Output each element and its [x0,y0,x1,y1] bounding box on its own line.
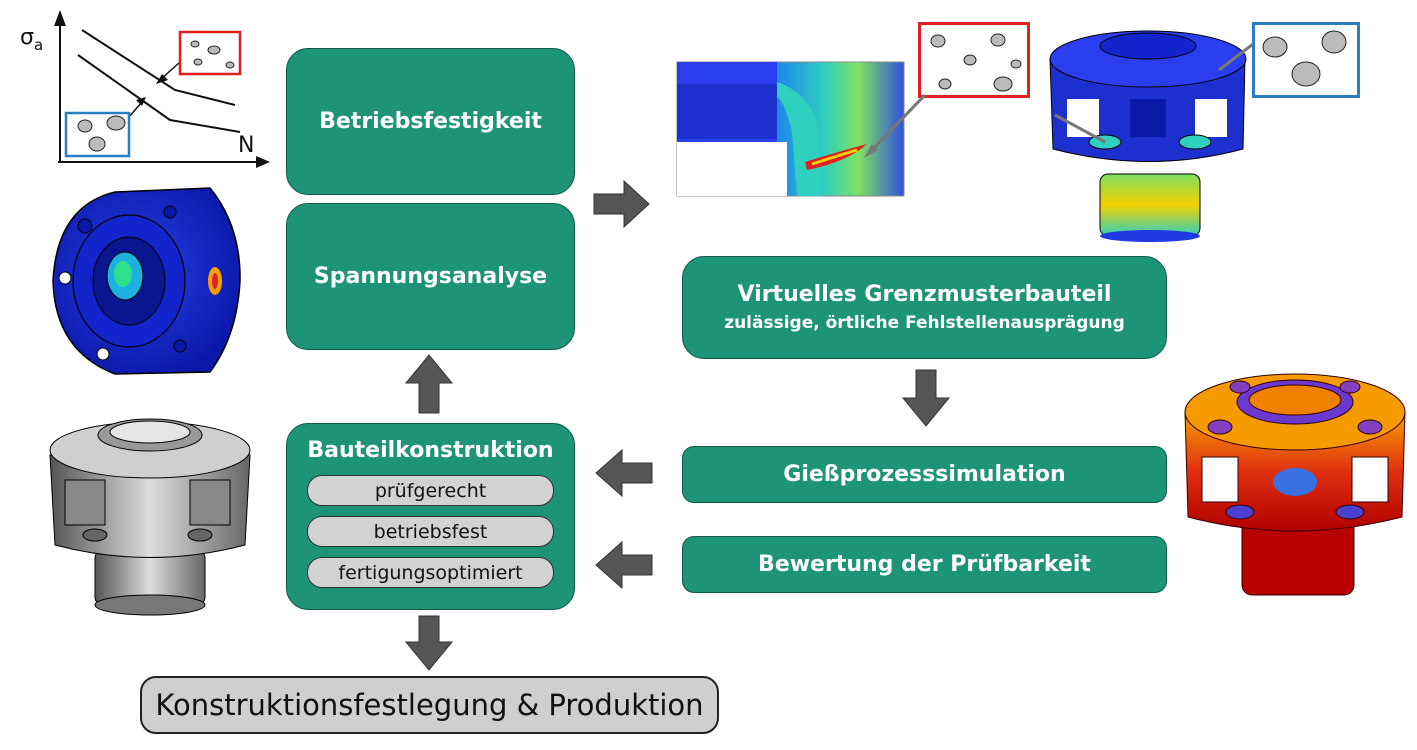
grenzmuster-box: Virtuelles Grenzmusterbauteil zulässige,… [682,256,1167,359]
arrow-right-icon [593,179,650,229]
bewertung-label: Bewertung der Prüfbarkeit [758,552,1091,577]
pointer-line-blue [1218,39,1258,72]
defect-frame-red [918,22,1030,98]
sn-x-axis-label: N [238,133,254,158]
fem-part-image-left [52,187,241,375]
arrow-up-icon [404,354,454,414]
casting-simulation-image [1184,373,1406,596]
giessprozess-box: Gießprozesssimulation [682,446,1167,503]
arrow-down-icon [404,615,454,671]
betriebsfestigkeit-box: Betriebsfestigkeit [286,48,575,195]
grenzmuster-subtitle: zulässige, örtliche Fehlstellenausprägun… [724,313,1125,333]
cad-part-image-left [49,418,251,616]
konstruktionsfestlegung-label: Konstruktionsfestlegung & Produktion [155,688,704,722]
arrow-left-icon [595,540,653,590]
pill-betriebsfest: betriebsfest [307,516,554,547]
bauteilkonstruktion-title: Bauteilkonstruktion [307,438,554,463]
bewertung-box: Bewertung der Prüfbarkeit [682,536,1167,593]
bauteilkonstruktion-box: Bauteilkonstruktion prüfgerecht betriebs… [286,423,575,610]
defect-frame-blue [1252,22,1360,98]
fem-part-image-right [1049,30,1247,242]
pill-pruefgerecht: prüfgerecht [307,475,554,506]
pill-fertigungsoptimiert: fertigungsoptimiert [307,557,554,588]
konstruktionsfestlegung-box: Konstruktionsfestlegung & Produktion [140,676,719,734]
sn-diagram: σa N [20,10,270,168]
betriebsfestigkeit-label: Betriebsfestigkeit [319,109,542,134]
fem-detail-image [676,61,905,197]
arrow-down-icon [901,369,951,427]
giessprozess-label: Gießprozesssimulation [783,462,1066,487]
spannungsanalyse-label: Spannungsanalyse [313,264,548,289]
arrow-left-icon [595,448,653,498]
pointer-line-red [864,93,927,158]
sn-y-axis-label: σa [20,25,43,54]
grenzmuster-title: Virtuelles Grenzmusterbauteil [737,282,1112,307]
spannungsanalyse-box: Spannungsanalyse [286,203,575,350]
pointer-line-gray [1054,113,1106,144]
